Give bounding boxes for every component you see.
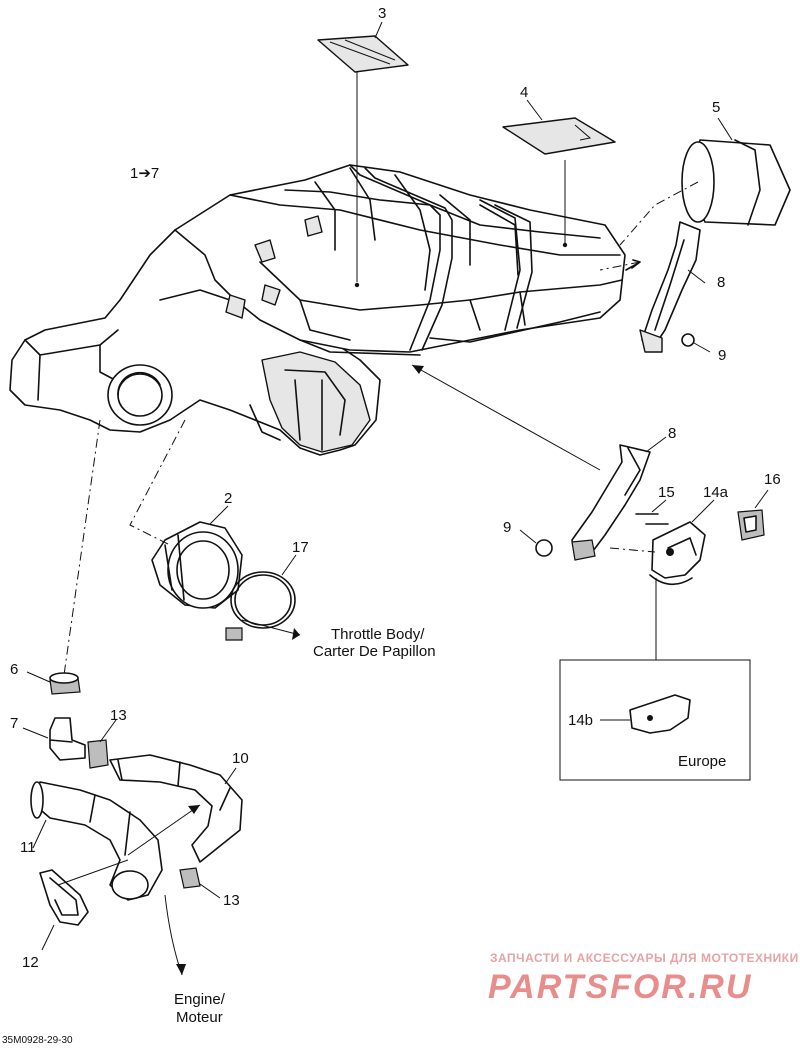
part-2-boot bbox=[129, 419, 243, 609]
part-8-upper-bracket bbox=[599, 221, 711, 353]
callout-8-upper: 8 bbox=[717, 274, 725, 291]
callout-4: 4 bbox=[520, 84, 528, 101]
callout-6: 6 bbox=[10, 661, 18, 678]
part-15-screws bbox=[635, 499, 669, 525]
part-7-fitting bbox=[22, 717, 86, 761]
engine-caption-line1: Engine/ bbox=[174, 991, 226, 1008]
europe-caption: Europe bbox=[678, 753, 726, 770]
throttle-body-caption-line1: Throttle Body/ bbox=[331, 626, 425, 643]
part-3-plate bbox=[317, 21, 409, 282]
callout-10: 10 bbox=[232, 750, 249, 767]
airbox-housing bbox=[9, 164, 626, 456]
europe-inset bbox=[559, 659, 751, 781]
callout-8-lower: 8 bbox=[668, 425, 676, 442]
callout-13-upper: 13 bbox=[110, 707, 127, 724]
callout-11: 11 bbox=[20, 839, 36, 856]
part-6-grommet bbox=[26, 419, 101, 695]
part-12-strap bbox=[39, 859, 129, 951]
watermark-brand: PARTSFOR.RU bbox=[488, 968, 752, 1006]
callout-14a: 14a bbox=[703, 484, 729, 501]
callout-12: 12 bbox=[22, 954, 39, 971]
callout-3: 3 bbox=[378, 5, 386, 22]
engine-arrow bbox=[164, 894, 186, 976]
callout-9-lower: 9 bbox=[503, 519, 511, 536]
document-id: 35M0928-29-30 bbox=[2, 1035, 73, 1046]
callout-2: 2 bbox=[224, 490, 232, 507]
callout-13-lower: 13 bbox=[223, 892, 240, 909]
throttle-body-caption-line2: Carter De Papillon bbox=[313, 643, 436, 660]
part-5-filter bbox=[619, 117, 791, 246]
part-17-clamp bbox=[225, 554, 301, 641]
callout-17: 17 bbox=[292, 539, 309, 556]
part-10-hose bbox=[109, 754, 243, 863]
callout-7: 7 bbox=[10, 715, 18, 732]
callout-9-upper: 9 bbox=[718, 347, 726, 364]
callout-1-7: 1➔7 bbox=[130, 165, 159, 182]
part-13-lower-clamp bbox=[179, 867, 221, 899]
part-14a-bracket bbox=[609, 499, 715, 660]
assembly-arrow bbox=[411, 364, 601, 471]
part-4-sheet bbox=[502, 99, 616, 243]
engine-caption-line2: Moteur bbox=[176, 1009, 223, 1026]
part-13-upper-clamp bbox=[87, 719, 117, 769]
callout-15: 15 bbox=[658, 484, 675, 501]
watermark-tagline: ЗАПЧАСТИ И АКСЕССУАРЫ ДЛЯ МОТОТЕХНИКИ bbox=[490, 951, 799, 965]
part-16-clip bbox=[737, 489, 769, 541]
callout-14b: 14b bbox=[568, 712, 593, 729]
part-8-lower-bracket bbox=[519, 436, 667, 561]
callout-16: 16 bbox=[764, 471, 781, 488]
part-11-elbow-hose bbox=[30, 781, 201, 901]
callout-5: 5 bbox=[712, 99, 720, 116]
